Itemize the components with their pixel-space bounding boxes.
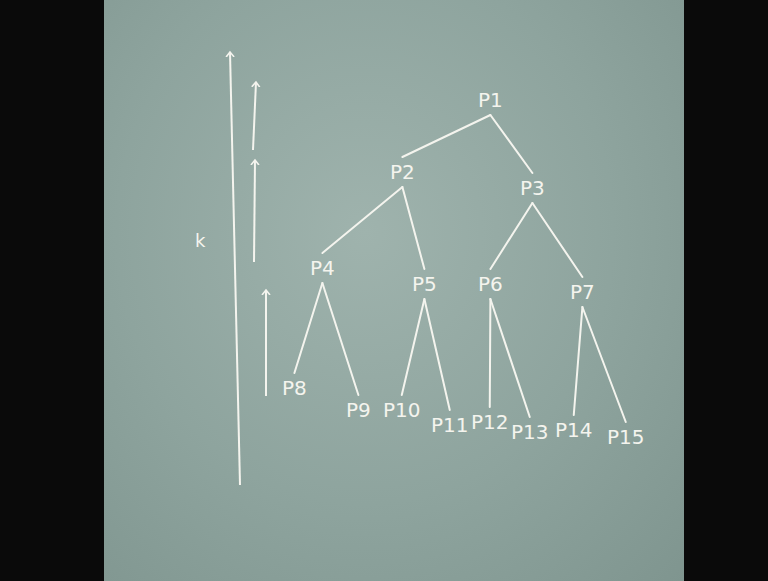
processor-label: P13 — [511, 421, 549, 443]
tree-edge — [424, 299, 449, 410]
processor-label: P5 — [412, 273, 437, 295]
processor-node: P2 — [387, 159, 418, 185]
tree-edge — [489, 299, 492, 407]
tree-edge — [574, 307, 583, 415]
processor-label: P1 — [478, 89, 503, 111]
tree-edge — [322, 187, 402, 253]
tree-edge — [402, 115, 490, 157]
processor-label: P4 — [310, 257, 335, 279]
level-arrow — [253, 82, 256, 150]
processor-node: P9 — [343, 397, 374, 423]
height-arrow — [230, 52, 240, 485]
processor-node: P15 — [604, 424, 648, 450]
processor-label: P10 — [383, 399, 421, 421]
processor-label: P3 — [520, 177, 545, 199]
processor-label: P14 — [555, 419, 593, 441]
tree-edge — [532, 203, 582, 277]
tree-edge — [582, 307, 625, 422]
tree-edge — [402, 187, 424, 269]
level-arrow — [254, 160, 255, 262]
processor-node: P13 — [508, 419, 552, 445]
height-label: k — [195, 230, 205, 251]
processor-label: P11 — [431, 414, 469, 436]
processor-node: P4 — [307, 255, 338, 281]
processor-label: P12 — [471, 411, 509, 433]
processor-node: P7 — [567, 279, 598, 305]
processor-node: P6 — [475, 271, 506, 297]
processor-node: P5 — [409, 271, 440, 297]
tree-edge — [402, 299, 425, 395]
tree-edge — [490, 299, 529, 417]
chalkboard — [104, 0, 684, 581]
processor-label: P8 — [282, 377, 307, 399]
processor-label: P7 — [570, 281, 595, 303]
processor-node: P8 — [279, 375, 310, 401]
tree-edge — [490, 203, 532, 269]
processor-node: P3 — [517, 175, 548, 201]
tree-edge — [294, 283, 322, 373]
processor-label: P9 — [346, 399, 371, 421]
processor-node: P1 — [475, 87, 506, 113]
processor-label: P6 — [478, 273, 503, 295]
processor-node: P10 — [380, 397, 424, 423]
processor-node: P12 — [468, 409, 512, 435]
level-arrow — [265, 290, 267, 396]
processor-label: P15 — [607, 426, 645, 448]
tree-edge — [322, 283, 358, 395]
tree-edge — [490, 115, 532, 173]
processor-node: P11 — [428, 412, 472, 438]
processor-node: P14 — [552, 417, 596, 443]
processor-label: P2 — [390, 161, 415, 183]
